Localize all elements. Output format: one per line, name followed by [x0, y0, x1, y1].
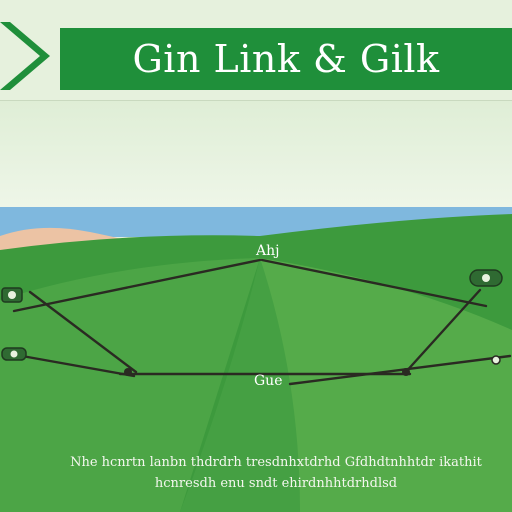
pin-right [469, 269, 503, 287]
banner-bar [60, 28, 512, 90]
banner-arrow [0, 22, 50, 90]
rope-lower-left [20, 354, 136, 378]
caption-line-1: Nhe hcnrtn lanbn thdrdrh tresdnhxtdrhd G… [70, 455, 482, 470]
rope-left-to-bottom [28, 290, 138, 374]
banner-title: Gin Link & Gilk [132, 37, 440, 81]
banner [0, 22, 512, 90]
node-bottom-left [124, 368, 132, 376]
fairway-left [0, 258, 260, 512]
rope-right-to-bottom [402, 288, 482, 376]
label-bottom: Gue [254, 373, 283, 389]
sky [0, 101, 512, 208]
pin-left-top [1, 287, 23, 303]
node-bottom-right [402, 368, 410, 376]
fairway-center [180, 258, 300, 512]
panel-divider [0, 100, 512, 101]
fairway-right [260, 258, 512, 512]
caption-line-2: hcnresdh enu sndt ehirdnhhtdrhdlsd [154, 476, 398, 491]
node-right-lower [491, 355, 501, 365]
rope-network [12, 258, 512, 386]
rope-lower-right [288, 354, 512, 386]
caption: Nhe hcnrtn lanbn thdrdrh tresdnhxtdrhd G… [40, 452, 512, 494]
pin-left-bottom [1, 347, 27, 361]
rope-left-to-top [12, 258, 262, 313]
label-top: Ahj [256, 243, 280, 259]
rope-top-to-right [260, 258, 488, 308]
